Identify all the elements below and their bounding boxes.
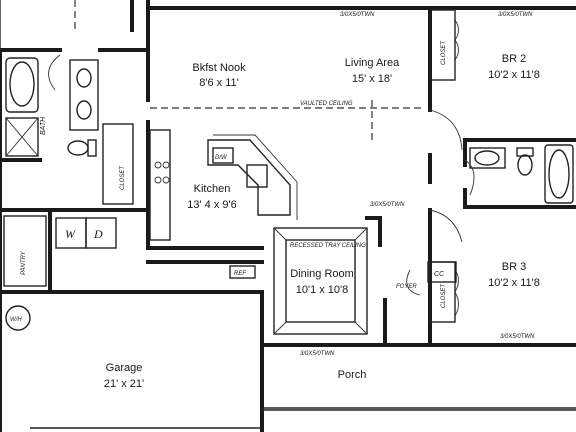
- tray-corner-1: [273, 227, 287, 241]
- kitchen-size: 13' 4 x 9'6: [187, 199, 236, 211]
- vanity-icon: [69, 59, 99, 131]
- br2-size: 10'2 x 11'8: [488, 69, 540, 81]
- bath2-toilet-tank: [516, 147, 534, 157]
- windows: 3/0X5/0TWN 3/0X5/0TWN 3/0X5/0TWN 3/0X5/0…: [300, 12, 535, 357]
- br2-door-swing: [429, 109, 463, 151]
- foyer-door-swing: [406, 269, 421, 296]
- bath2-tub-icon: [544, 144, 574, 204]
- right-wing: CLOSET CLOSET CC FOYER: [396, 9, 574, 323]
- garage-size: 21' x 21': [104, 378, 144, 390]
- dishwasher-label: D/W: [215, 155, 228, 161]
- tub-icon: [5, 57, 39, 113]
- tray-ceiling-inner: [285, 239, 356, 323]
- kitchen-island: [207, 139, 291, 216]
- dishwasher-icon: [212, 147, 234, 164]
- garage-name: Garage: [106, 362, 143, 374]
- br2-closet-door: [454, 19, 459, 61]
- br3-name: BR 3: [502, 261, 526, 273]
- shower-x2: [5, 117, 39, 157]
- dryer-icon: [85, 217, 117, 249]
- burner-3: [154, 176, 162, 184]
- dining-room-name: Dining Room: [290, 268, 354, 280]
- living-area-size: 15' x 18': [352, 73, 392, 85]
- tub-basin: [9, 61, 35, 107]
- bath2-sink-icon: [474, 150, 500, 166]
- bath-closet: [102, 123, 134, 205]
- tray-corner-2: [354, 227, 368, 241]
- burner-4: [162, 176, 170, 184]
- porch: [262, 407, 576, 411]
- porch-name: Porch: [338, 369, 367, 381]
- room-labels: Bkfst Nook 8'6 x 11' Living Area 15' x 1…: [104, 53, 540, 390]
- foyer-label: FOYER: [396, 284, 417, 290]
- coat-closet-label: CC: [434, 271, 445, 278]
- water-heater-icon: [5, 305, 31, 331]
- bath-door-swing: [48, 54, 61, 91]
- br3-door-swing: [429, 209, 463, 243]
- toilet-icon: [67, 140, 89, 156]
- bath2-vanity: [469, 147, 506, 169]
- pantry-label: PANTRY: [21, 250, 27, 275]
- island-outline: [213, 134, 298, 220]
- br2-closet: [429, 9, 456, 81]
- ceiling-lines: VAULTED CEILING: [150, 100, 425, 140]
- tray-ceiling-label: RECESSED TRAY CEILING: [290, 243, 366, 249]
- tray-ceiling-outer: [273, 227, 368, 335]
- window-label-top-3: 3/0X5/0TWN: [370, 202, 405, 208]
- sink-icon-1: [76, 68, 92, 88]
- br3-closet-door: [454, 269, 459, 317]
- burner-2: [162, 161, 170, 169]
- pantry: PANTRY: [3, 215, 47, 287]
- window-label-top-2: 3/0X5/0TWN: [498, 12, 533, 18]
- toilet-tank: [87, 139, 97, 157]
- bath2-tub-basin: [548, 149, 570, 199]
- bath-area: BATH CLOSET: [0, 0, 134, 205]
- bath-label: BATH: [40, 116, 47, 135]
- br2-closet-label: CLOSET: [441, 40, 447, 65]
- shower-icon: [5, 117, 39, 157]
- window-label-top-1: 3/0X5/0TWN: [340, 12, 375, 18]
- dining-tray: RECESSED TRAY CEILING: [273, 227, 368, 335]
- dryer-label: D: [93, 227, 103, 241]
- bath2-toilet-icon: [517, 154, 533, 176]
- window-label-bottom-2: 3/0X5/0TWN: [500, 334, 535, 340]
- br3-closet-label: CLOSET: [441, 283, 447, 308]
- tray-corner-3: [273, 321, 287, 335]
- water-heater-label: W/H: [10, 317, 22, 323]
- kitchen-sink: [246, 164, 268, 188]
- bkfst-nook-size: 8'6 x 11': [199, 77, 238, 89]
- ref-box: [229, 265, 256, 279]
- bath-closet-label: CLOSET: [120, 165, 126, 190]
- dining-room-size: 10'1 x 10'8: [296, 284, 349, 296]
- laundry: W D: [55, 217, 117, 249]
- washer-label: W: [65, 227, 76, 241]
- counter-left: [149, 129, 171, 241]
- ref-area: REF: [229, 265, 256, 279]
- window-label-bottom-1: 3/0X5/0TWN: [300, 351, 335, 357]
- living-area-name: Living Area: [345, 57, 400, 69]
- tray-corner-4: [354, 321, 368, 335]
- bath2-door-swing: [464, 159, 475, 196]
- burner-1: [154, 161, 162, 169]
- bkfst-nook-name: Bkfst Nook: [192, 62, 246, 74]
- kitchen-counters: D/W: [149, 129, 298, 241]
- br3-size: 10'2 x 11'8: [488, 277, 540, 289]
- kitchen-name: Kitchen: [194, 183, 231, 195]
- sink-icon-2: [76, 100, 92, 120]
- ref-label: REF: [234, 271, 246, 277]
- br2-name: BR 2: [502, 53, 526, 65]
- vaulted-ceiling-label: VAULTED CEILING: [300, 101, 353, 107]
- water-heater: W/H: [5, 305, 31, 331]
- pantry-box: [3, 215, 47, 287]
- coat-closet: [427, 261, 457, 283]
